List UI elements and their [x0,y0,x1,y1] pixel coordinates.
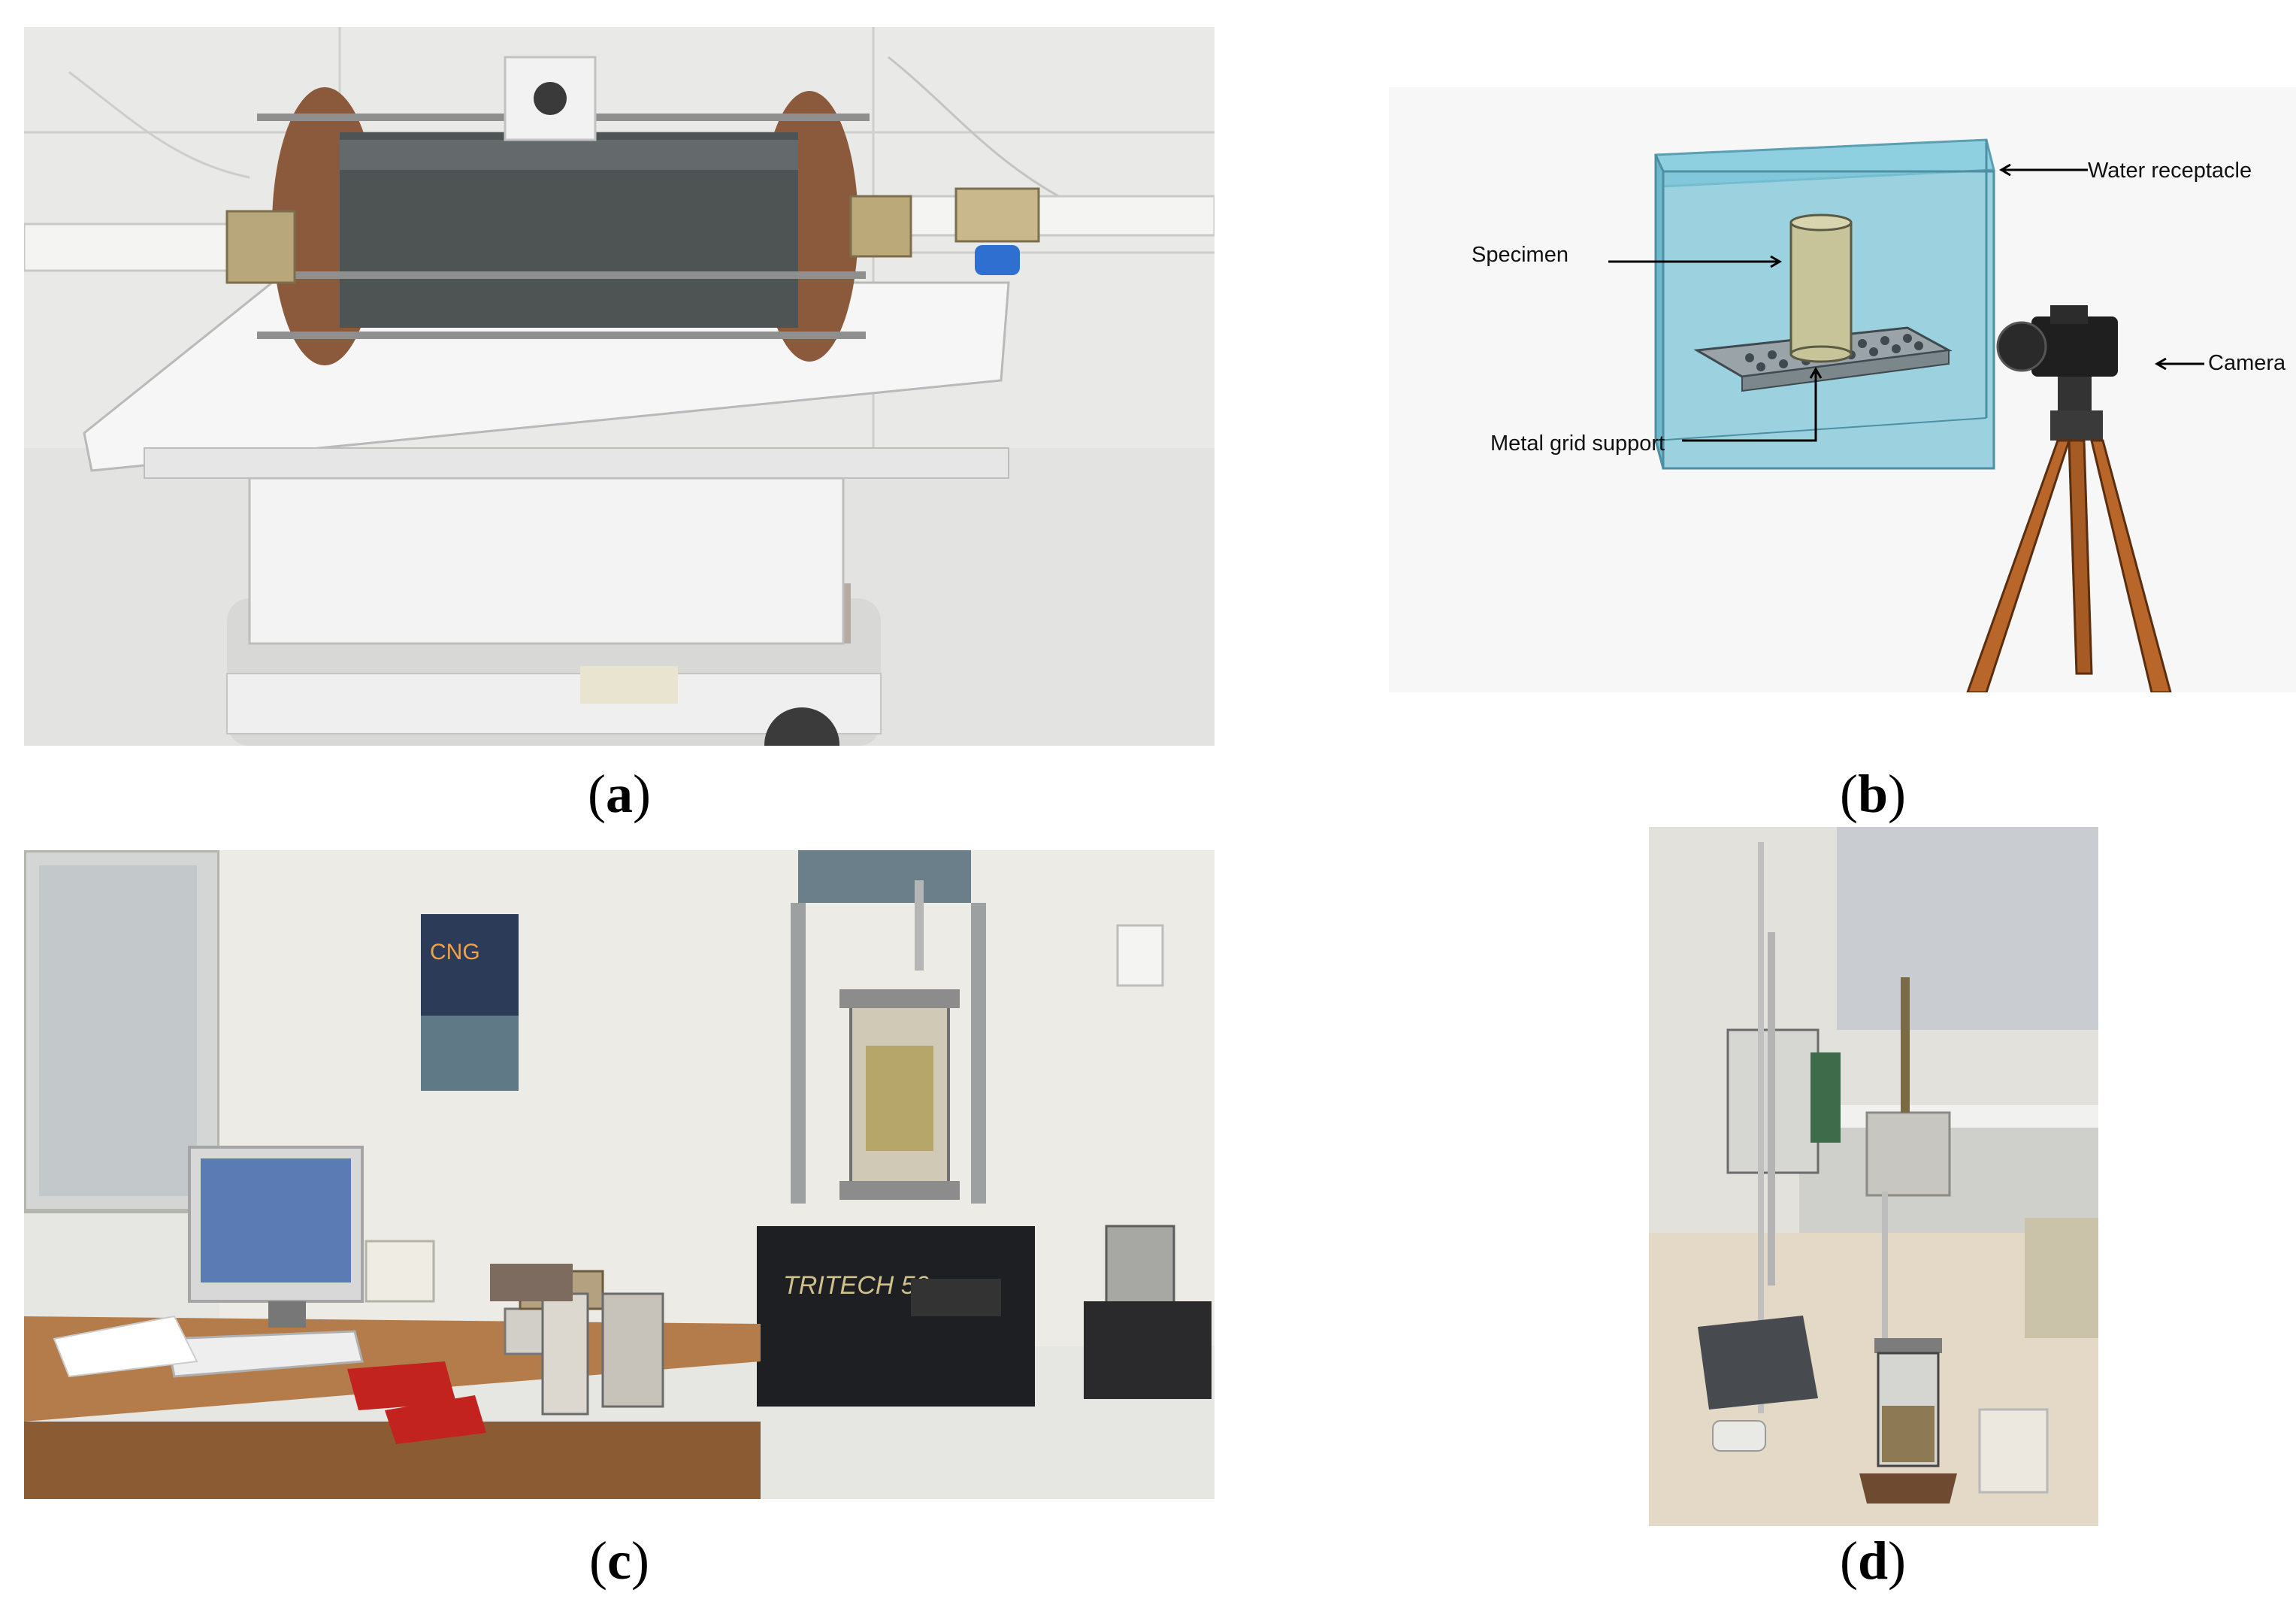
diagram-b-setup: Water receptacle Specimen Camera Metal g… [1389,87,2296,692]
camera-shape [1996,305,2118,410]
caption-d: (d) [1839,1531,1906,1591]
caption-b: (b) [1839,764,1906,824]
poster-text: CNG [430,940,480,964]
tripod-shape [1966,410,2172,692]
photo-d-permeameter [1649,827,2098,1526]
label-metal-grid-support: Metal grid support [1490,432,1665,456]
label-water-receptacle: Water receptacle [2088,159,2252,183]
machine-label: TRITECH 50 [783,1271,930,1300]
caption-c: (c) [589,1531,649,1591]
photo-a-flow-cell [24,27,1215,746]
label-specimen: Specimen [1472,243,1568,267]
photo-c-triaxial-setup: CNG TRITECH 50 [24,850,1215,1499]
caption-a: (a) [588,764,651,824]
label-camera: Camera [2208,351,2286,375]
specimen-shape [1789,213,1853,363]
